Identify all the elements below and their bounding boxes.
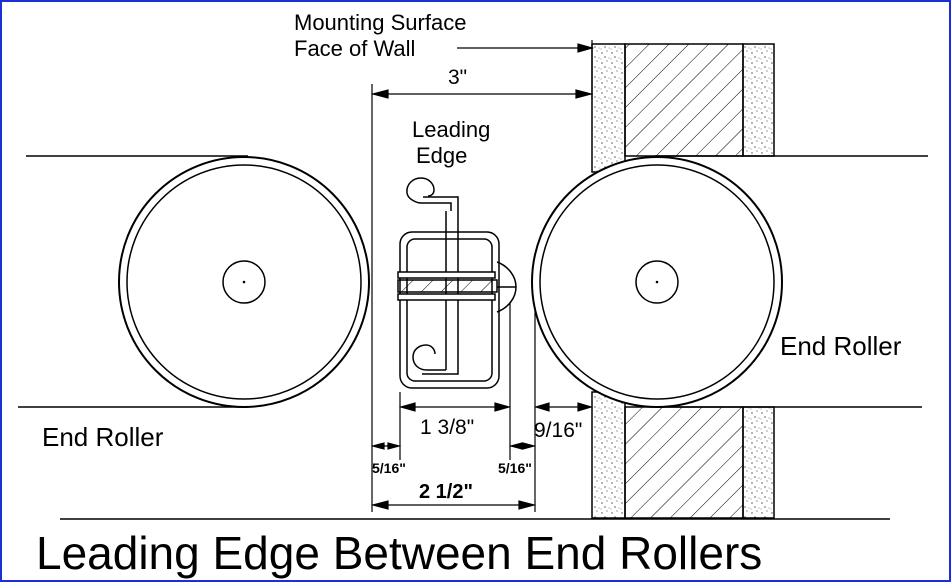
dim-5-16-right-arrow-a <box>508 442 523 450</box>
bracket-outer-frame <box>399 231 500 389</box>
bracket-screw-band <box>397 279 498 293</box>
dim-3in-arrow-right <box>575 89 594 99</box>
dim-5-16-left-arrow-a <box>370 442 385 450</box>
label-face-of-wall: Face of Wall <box>294 36 415 61</box>
bracket-hook-top <box>406 177 452 211</box>
dim-text-3in: 3" <box>448 66 467 89</box>
label-edge: Edge <box>416 143 467 168</box>
dim-9-16-arrow-right <box>577 402 594 412</box>
bracket-inner-frame <box>406 238 493 382</box>
right-roller-center <box>655 280 659 284</box>
dim-1-3-8-arrow-right <box>494 402 512 412</box>
wall <box>591 43 775 519</box>
right-roller-inner <box>539 164 775 400</box>
dim-text-2-1-2: 2 1/2" <box>419 481 473 503</box>
dim-1-3-8-arrow-left <box>398 402 416 412</box>
leader-arrowhead <box>577 43 595 53</box>
left-roller-outer <box>118 156 370 408</box>
left-roller-inner <box>126 164 362 400</box>
leading-edge-bracket <box>397 177 517 389</box>
label-mounting-surface: Mounting Surface <box>294 10 466 35</box>
dim-text-5-16-left: 5/16" <box>372 460 406 476</box>
dim-2-1-2-arrow-right <box>518 500 537 510</box>
wall-bottom-stud <box>624 406 744 519</box>
diagram-title: Leading Edge Between End Rollers <box>36 527 762 579</box>
belt-lines <box>18 155 928 520</box>
dim-text-5-16-right: 5/16" <box>498 460 532 476</box>
wall-top-stucco-left <box>591 43 626 173</box>
dim-3in-arrow-left <box>370 89 389 99</box>
left-roller-hub <box>222 260 266 304</box>
dim-5-16-left-arrow-b <box>387 442 402 450</box>
left-roller-center <box>242 280 246 284</box>
dim-2-1-2-arrow-left <box>370 500 389 510</box>
bracket-hook-bottom <box>412 344 446 371</box>
wall-bottom-stucco-left <box>591 391 626 519</box>
right-end-roller <box>531 156 783 408</box>
wall-bottom-stucco-right <box>742 406 775 519</box>
right-roller-hub <box>635 260 679 304</box>
bracket-hook-bottom-inner <box>422 365 459 375</box>
wall-top-stucco-right <box>742 43 775 157</box>
dim-text-9-16: 9/16" <box>534 419 582 442</box>
bracket-plate-lower <box>397 293 496 301</box>
dim-text-1-3-8: 1 3/8" <box>420 416 474 439</box>
wall-top-stud <box>624 43 744 157</box>
bracket-plate-upper <box>397 271 496 279</box>
dimension-lines <box>370 40 595 512</box>
left-end-roller <box>118 156 370 408</box>
label-end-roller-right: End Roller <box>780 331 902 361</box>
dim-9-16-arrow-left <box>533 402 550 412</box>
label-end-roller-left: End Roller <box>42 422 164 452</box>
label-leading: Leading <box>412 117 490 142</box>
dim-5-16-right-arrow-b <box>522 442 537 450</box>
bracket-hook-top-inner <box>423 196 459 211</box>
